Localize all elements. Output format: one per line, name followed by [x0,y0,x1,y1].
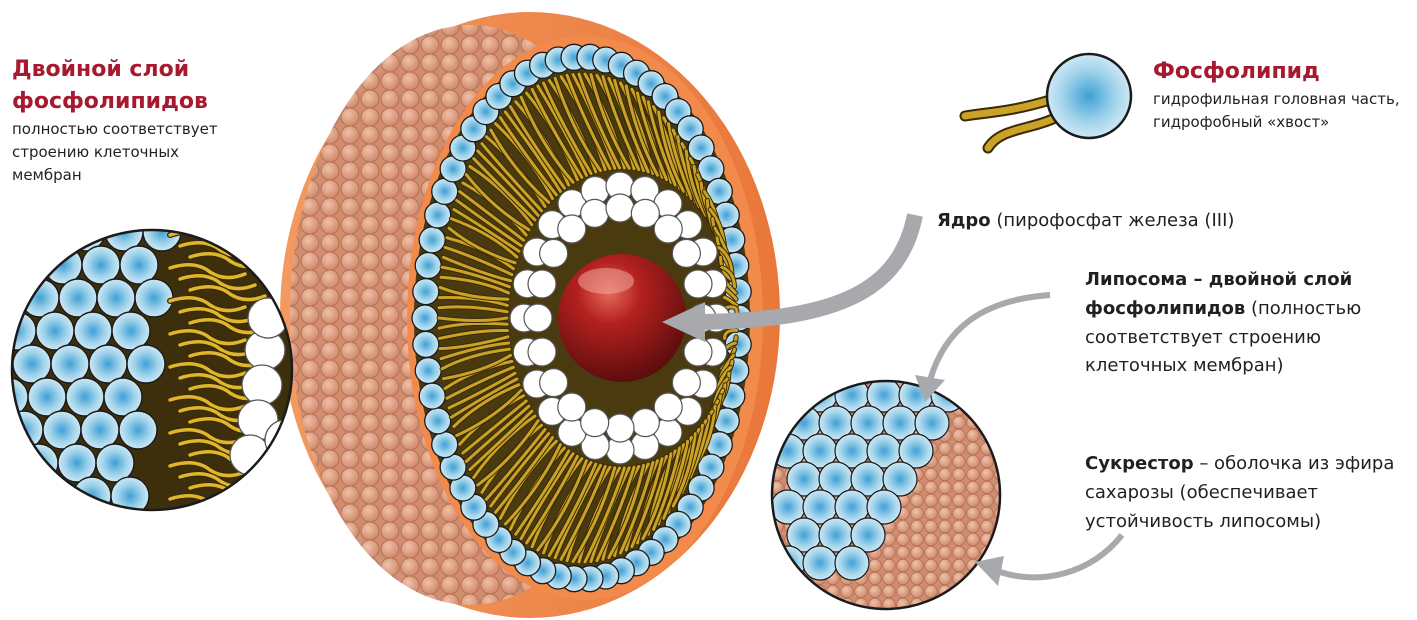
arrow-to-sucrestor-zoom [975,535,1122,586]
core-label-bold: Ядро [937,210,991,231]
sucrestor-label: Сукрестор – оболочка из эфира сахарозы (… [1085,450,1415,536]
sucrestor-zoom [771,378,1000,609]
bilayer-label: Двойной слой фосфолипидов полностью соот… [12,54,272,188]
phospholipid-icon [965,54,1131,148]
bilayer-text: полностью соответствует строению клеточн… [12,118,242,188]
bilayer-zoom [0,213,305,548]
bilayer-title: Двойной слой фосфолипидов [12,54,232,118]
phospholipid-title: Фосфолипид [1153,56,1415,88]
liposome-label: Липосома – двойной слой фосфолипидов (по… [1085,266,1405,381]
core-label: Ядро (пирофосфат железа (III) [937,208,1407,234]
phospholipid-text: гидрофильная головная часть, гидрофобный… [1153,88,1415,135]
core-label-text: (пирофосфат железа (III) [991,210,1235,231]
phospholipid-label: Фосфолипид гидрофильная головная часть, … [1153,56,1415,134]
sucrestor-label-bold: Сукрестор [1085,453,1194,474]
arrow-to-bilayer-zoom [915,295,1050,402]
